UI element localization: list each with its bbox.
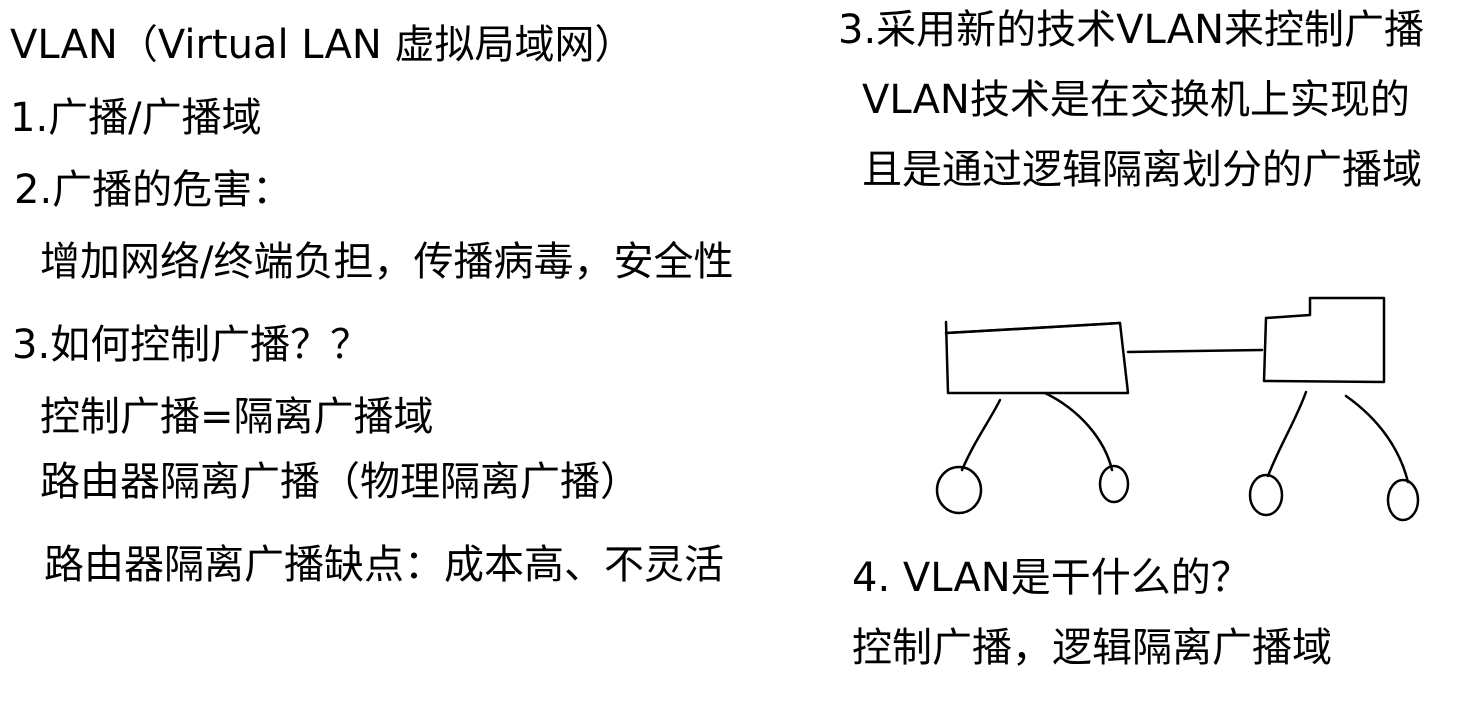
note-question-4: 4. VLAN是干什么的？ (852, 555, 1251, 601)
cable-left-1 (960, 398, 1002, 472)
note-right-line-2: 且是通过逻辑隔离划分的广播域 (862, 147, 1422, 193)
switch-right-shape (1262, 296, 1386, 384)
switch-link (1126, 348, 1264, 354)
host-left-2 (1098, 464, 1130, 504)
note-title: VLAN（Virtual LAN 虚拟局域网） (10, 22, 635, 68)
note-item-3-detail-1: 控制广播=隔离广播域 (40, 394, 434, 440)
note-item-3-detail-2: 路由器隔离广播（物理隔离广播） (40, 459, 640, 505)
host-right-2 (1386, 478, 1420, 522)
cable-right-1 (1266, 390, 1308, 478)
note-item-2-detail: 增加网络/终端负担，传播病毒，安全性 (40, 239, 734, 285)
cable-left-2 (1043, 391, 1114, 472)
host-right-1 (1248, 473, 1284, 517)
note-item-3: 3.如何控制广播？？ (12, 322, 371, 368)
switch-left-shape (944, 320, 1130, 395)
note-item-2: 2.广播的危害： (14, 167, 293, 213)
switch-left-top-extension (944, 321, 1122, 335)
note-right-heading: 3.采用新的技术VLAN来控制广播 (838, 7, 1425, 53)
note-item-3-detail-3: 路由器隔离广播缺点：成本高、不灵活 (44, 542, 724, 588)
note-answer-4: 控制广播，逻辑隔离广播域 (852, 625, 1332, 671)
note-right-line-1: VLAN技术是在交换机上实现的 (862, 77, 1410, 123)
host-left-1 (935, 465, 983, 515)
cable-right-2 (1344, 394, 1410, 484)
note-item-1: 1.广播/广播域 (10, 95, 262, 141)
